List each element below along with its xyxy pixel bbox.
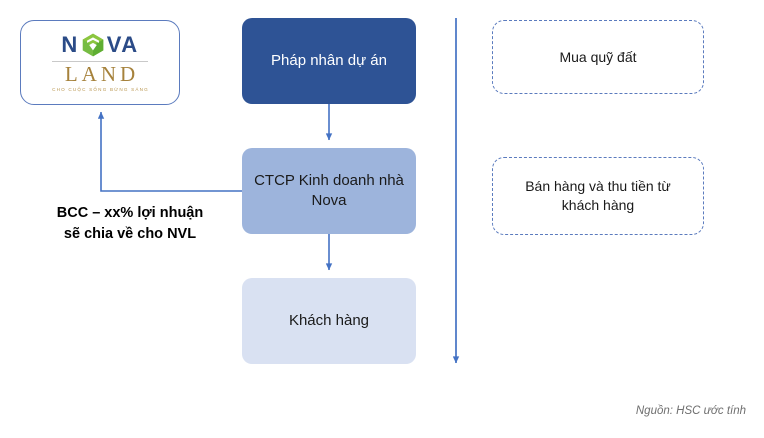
flow-box-ctcp-kinh-doanh-nha-nova: CTCP Kinh doanh nhà Nova — [242, 148, 416, 234]
novaland-logo-card: N VA LAND CHO CUỘC SỐNG BỪNG SÁNG — [20, 20, 180, 105]
dashed-note-ban-hang-thu-tien: Bán hàng và thu tiền từ khách hàng — [492, 157, 704, 235]
logo-letters-va: VA — [106, 32, 139, 58]
flow-box-phap-nhan-du-an: Pháp nhân dự án — [242, 18, 416, 104]
arrow-ctcp-to-novaland — [97, 111, 242, 192]
logo-wordmark-row: N VA — [61, 32, 138, 58]
flow-box-khach-hang: Khách hàng — [242, 278, 416, 364]
novaland-logo: N VA LAND CHO CUỘC SỐNG BỪNG SÁNG — [51, 32, 149, 93]
flow-box-label: Pháp nhân dự án — [271, 52, 387, 70]
flow-box-label: Khách hàng — [288, 312, 370, 330]
dashed-note-mua-quy-dat: Mua quỹ đất — [492, 20, 704, 94]
logo-tagline: CHO CUỘC SỐNG BỪNG SÁNG — [52, 87, 149, 93]
dashed-note-label: Mua quỹ đất — [559, 48, 637, 65]
logo-word-land: LAND — [64, 62, 140, 87]
logo-letter-n: N — [61, 32, 79, 58]
source-caption: Nguồn: HSC ước tính — [635, 405, 746, 417]
logo-divider — [52, 61, 148, 63]
flow-box-label: CTCP Kinh doanh nhà Nova — [254, 172, 404, 209]
dashed-note-label: Bán hàng và thu tiền từ khách hàng — [525, 178, 671, 213]
bcc-annotation: BCC – xx% lợi nhuận sẽ chia về cho NVL — [24, 203, 236, 244]
bcc-annotation-line-1: BCC – xx% lợi nhuận — [56, 205, 204, 221]
bcc-annotation-line-2: sẽ chia về cho NVL — [63, 225, 197, 242]
green-hexagon-icon — [82, 33, 104, 57]
